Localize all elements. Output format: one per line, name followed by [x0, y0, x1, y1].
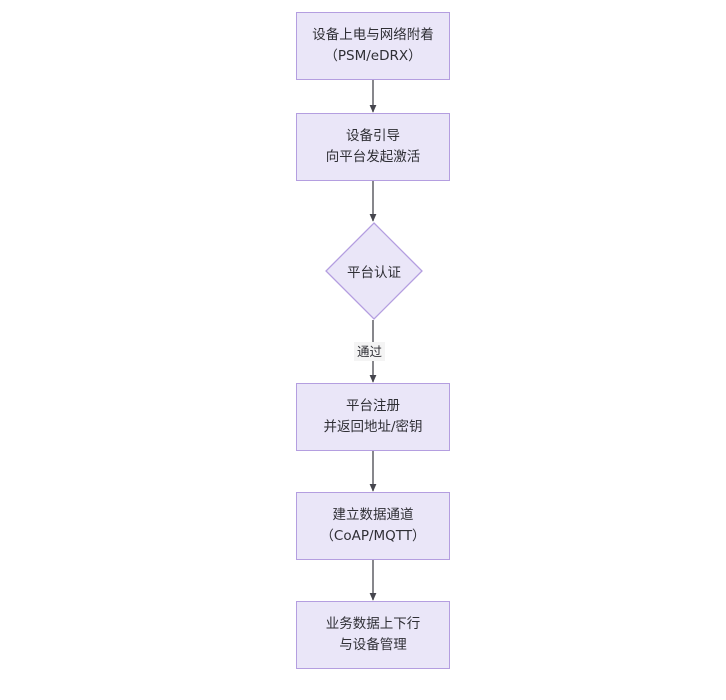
node-power-on-line-1: 设备上电与网络附着: [312, 27, 434, 44]
node-bootstrap-line-1: 设备引导: [346, 128, 400, 145]
node-bootstrap-line-2: 向平台发起激活: [325, 149, 421, 165]
node-register-line-1: 平台注册: [346, 398, 400, 415]
node-channel[interactable]: 建立数据通道 （CoAP/MQTT）: [296, 492, 450, 560]
node-power-on[interactable]: 设备上电与网络附着 （PSM/eDRX）: [296, 12, 450, 80]
node-register-line-2: 并返回地址/密钥: [323, 419, 423, 435]
edge-label-pass: 通过: [354, 342, 386, 361]
node-power-on-line-2: （PSM/eDRX）: [324, 48, 422, 64]
node-business-line-1: 业务数据上下行: [325, 616, 421, 633]
node-channel-line-1: 建立数据通道: [332, 507, 414, 524]
node-business[interactable]: 业务数据上下行 与设备管理: [296, 601, 450, 669]
node-business-line-2: 与设备管理: [339, 637, 407, 653]
node-channel-line-2: （CoAP/MQTT）: [320, 528, 426, 544]
node-auth[interactable]: 平台认证: [325, 222, 423, 320]
diamond-shape: [325, 222, 423, 320]
node-register[interactable]: 平台注册 并返回地址/密钥: [296, 383, 450, 451]
node-bootstrap[interactable]: 设备引导 向平台发起激活: [296, 113, 450, 181]
